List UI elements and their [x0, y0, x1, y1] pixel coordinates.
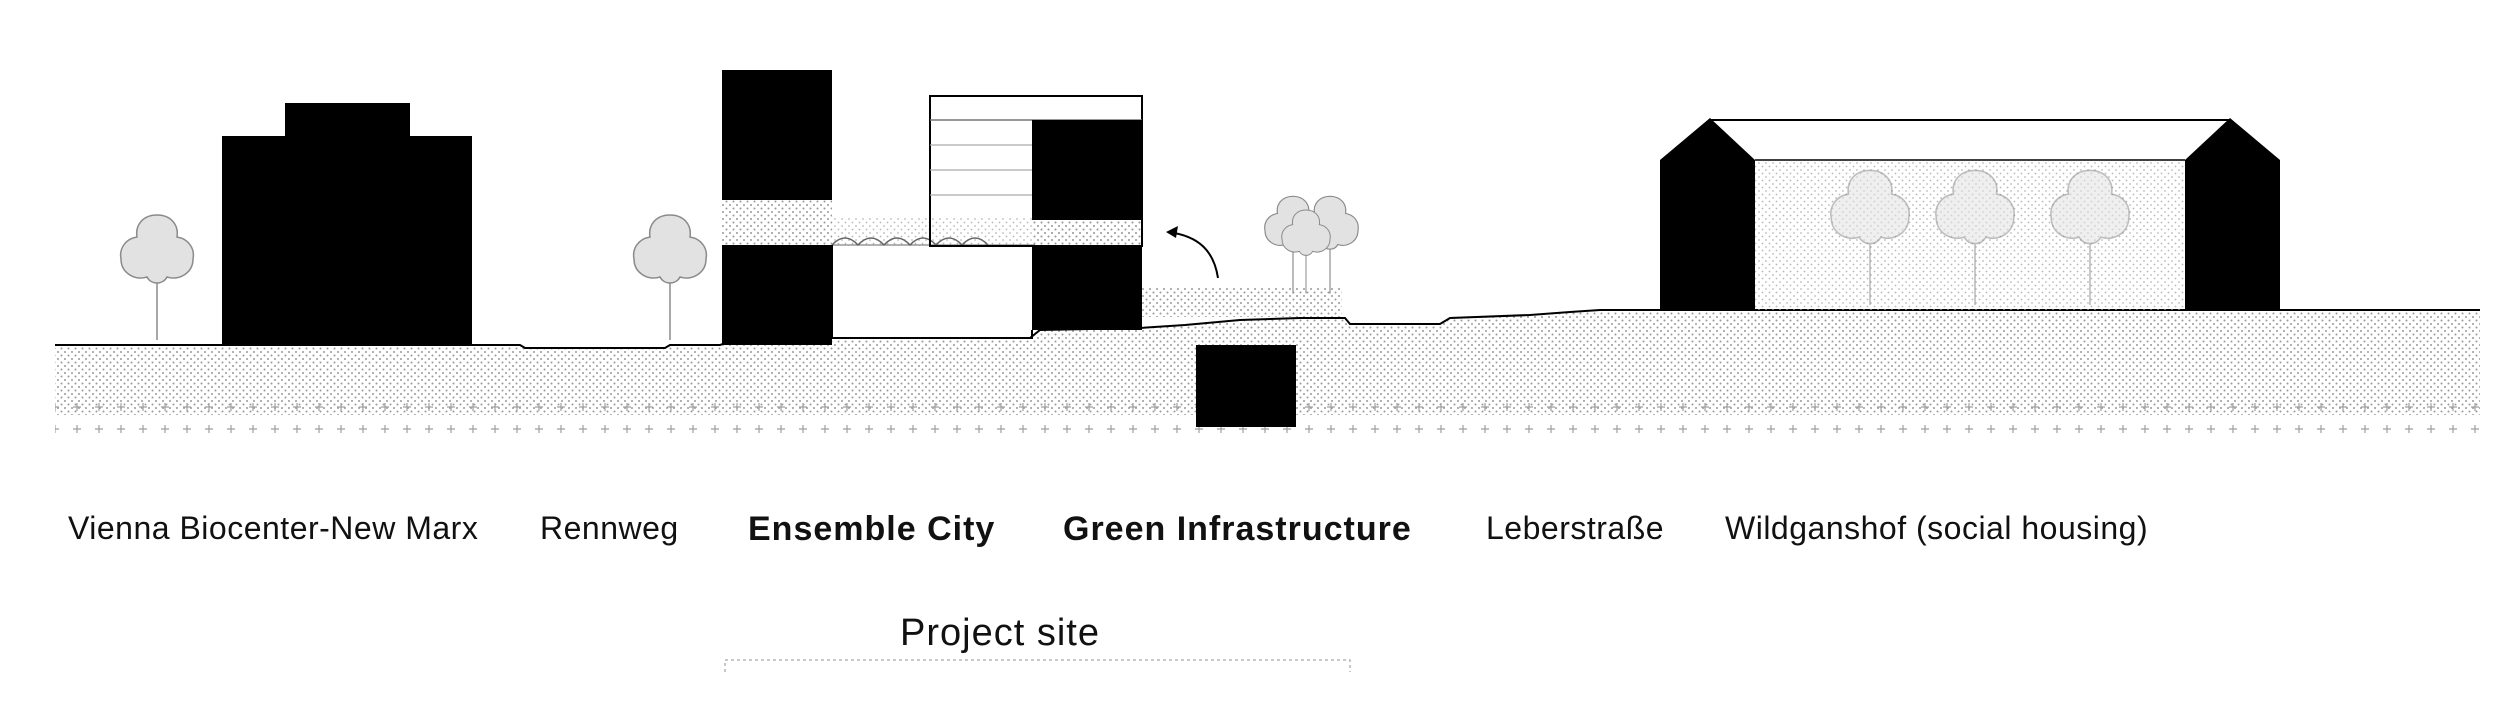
- label-wildganshof: Wildganshof (social housing): [1725, 510, 2149, 546]
- curved-arrow-icon: [1166, 226, 1219, 279]
- green-infrastructure-landscape: [1142, 195, 1359, 427]
- label-project-site: Project site: [900, 612, 1100, 654]
- label-ensemble-city: Ensemble City: [748, 510, 996, 548]
- wildganshof-building: [1660, 118, 2280, 310]
- label-leberstrasse: Leberstraße: [1486, 510, 1665, 546]
- street-tree-2: [632, 214, 708, 340]
- street-tree-1: [119, 214, 195, 340]
- label-vienna-biocenter: Vienna Biocenter-New Marx: [68, 510, 479, 546]
- ensemble-city-buildings: [722, 70, 1143, 345]
- label-green-infrastructure: Green Infrastructure: [1063, 510, 1412, 548]
- project-site-bracket: [724, 659, 1351, 672]
- vienna-biocenter-building: [222, 103, 472, 346]
- label-rennweg: Rennweg: [540, 510, 679, 546]
